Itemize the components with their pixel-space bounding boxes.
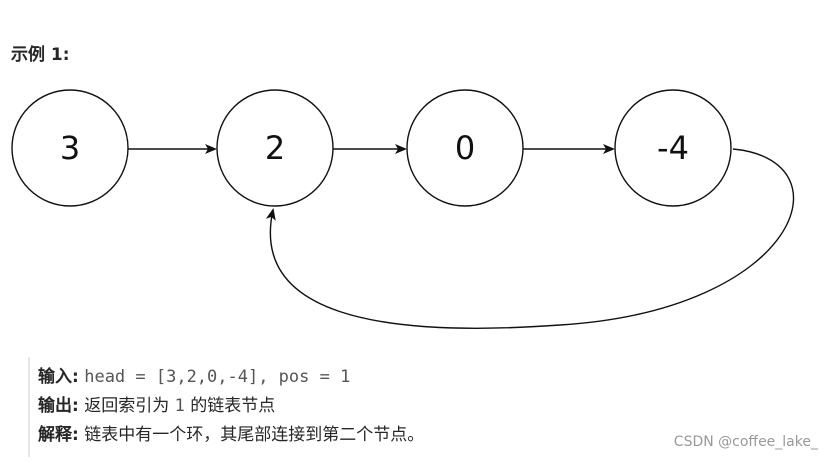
node-0-value: 3 [60, 129, 80, 167]
output-line: 输出: 返回索引为 1 的链表节点 [38, 395, 275, 417]
node-3-value: -4 [657, 129, 689, 167]
list-node-0: 3 [11, 89, 129, 207]
input-label: 输入: [38, 367, 79, 387]
list-node-1: 2 [216, 89, 334, 207]
list-node-3: -4 [614, 89, 732, 207]
node-1-value: 2 [265, 129, 285, 167]
input-line: 输入: head = [3,2,0,-4], pos = 1 [38, 366, 350, 388]
input-value: head = [3,2,0,-4], pos = 1 [84, 367, 351, 387]
list-node-2: 0 [406, 89, 524, 207]
node-2-value: 0 [455, 129, 475, 167]
explanation-label: 解释: [38, 425, 79, 445]
output-prefix: 返回索引为 [84, 396, 170, 416]
explanation-text: 链表中有一个环，其尾部连接到第二个节点。 [84, 425, 425, 445]
example-title: 示例 1: [11, 45, 70, 65]
output-label: 输出: [38, 396, 79, 416]
watermark: CSDN @coffee_lake_ [673, 434, 818, 450]
cycle-arrow [265, 148, 795, 329]
explanation-line: 解释: 链表中有一个环，其尾部连接到第二个节点。 [38, 424, 424, 446]
output-index: 1 [174, 396, 185, 416]
example-description: 输入: head = [3,2,0,-4], pos = 1 输出: 返回索引为… [28, 357, 820, 457]
output-suffix: 的链表节点 [190, 396, 276, 416]
linked-list-diagram: 3 2 0 -4 [11, 89, 795, 329]
